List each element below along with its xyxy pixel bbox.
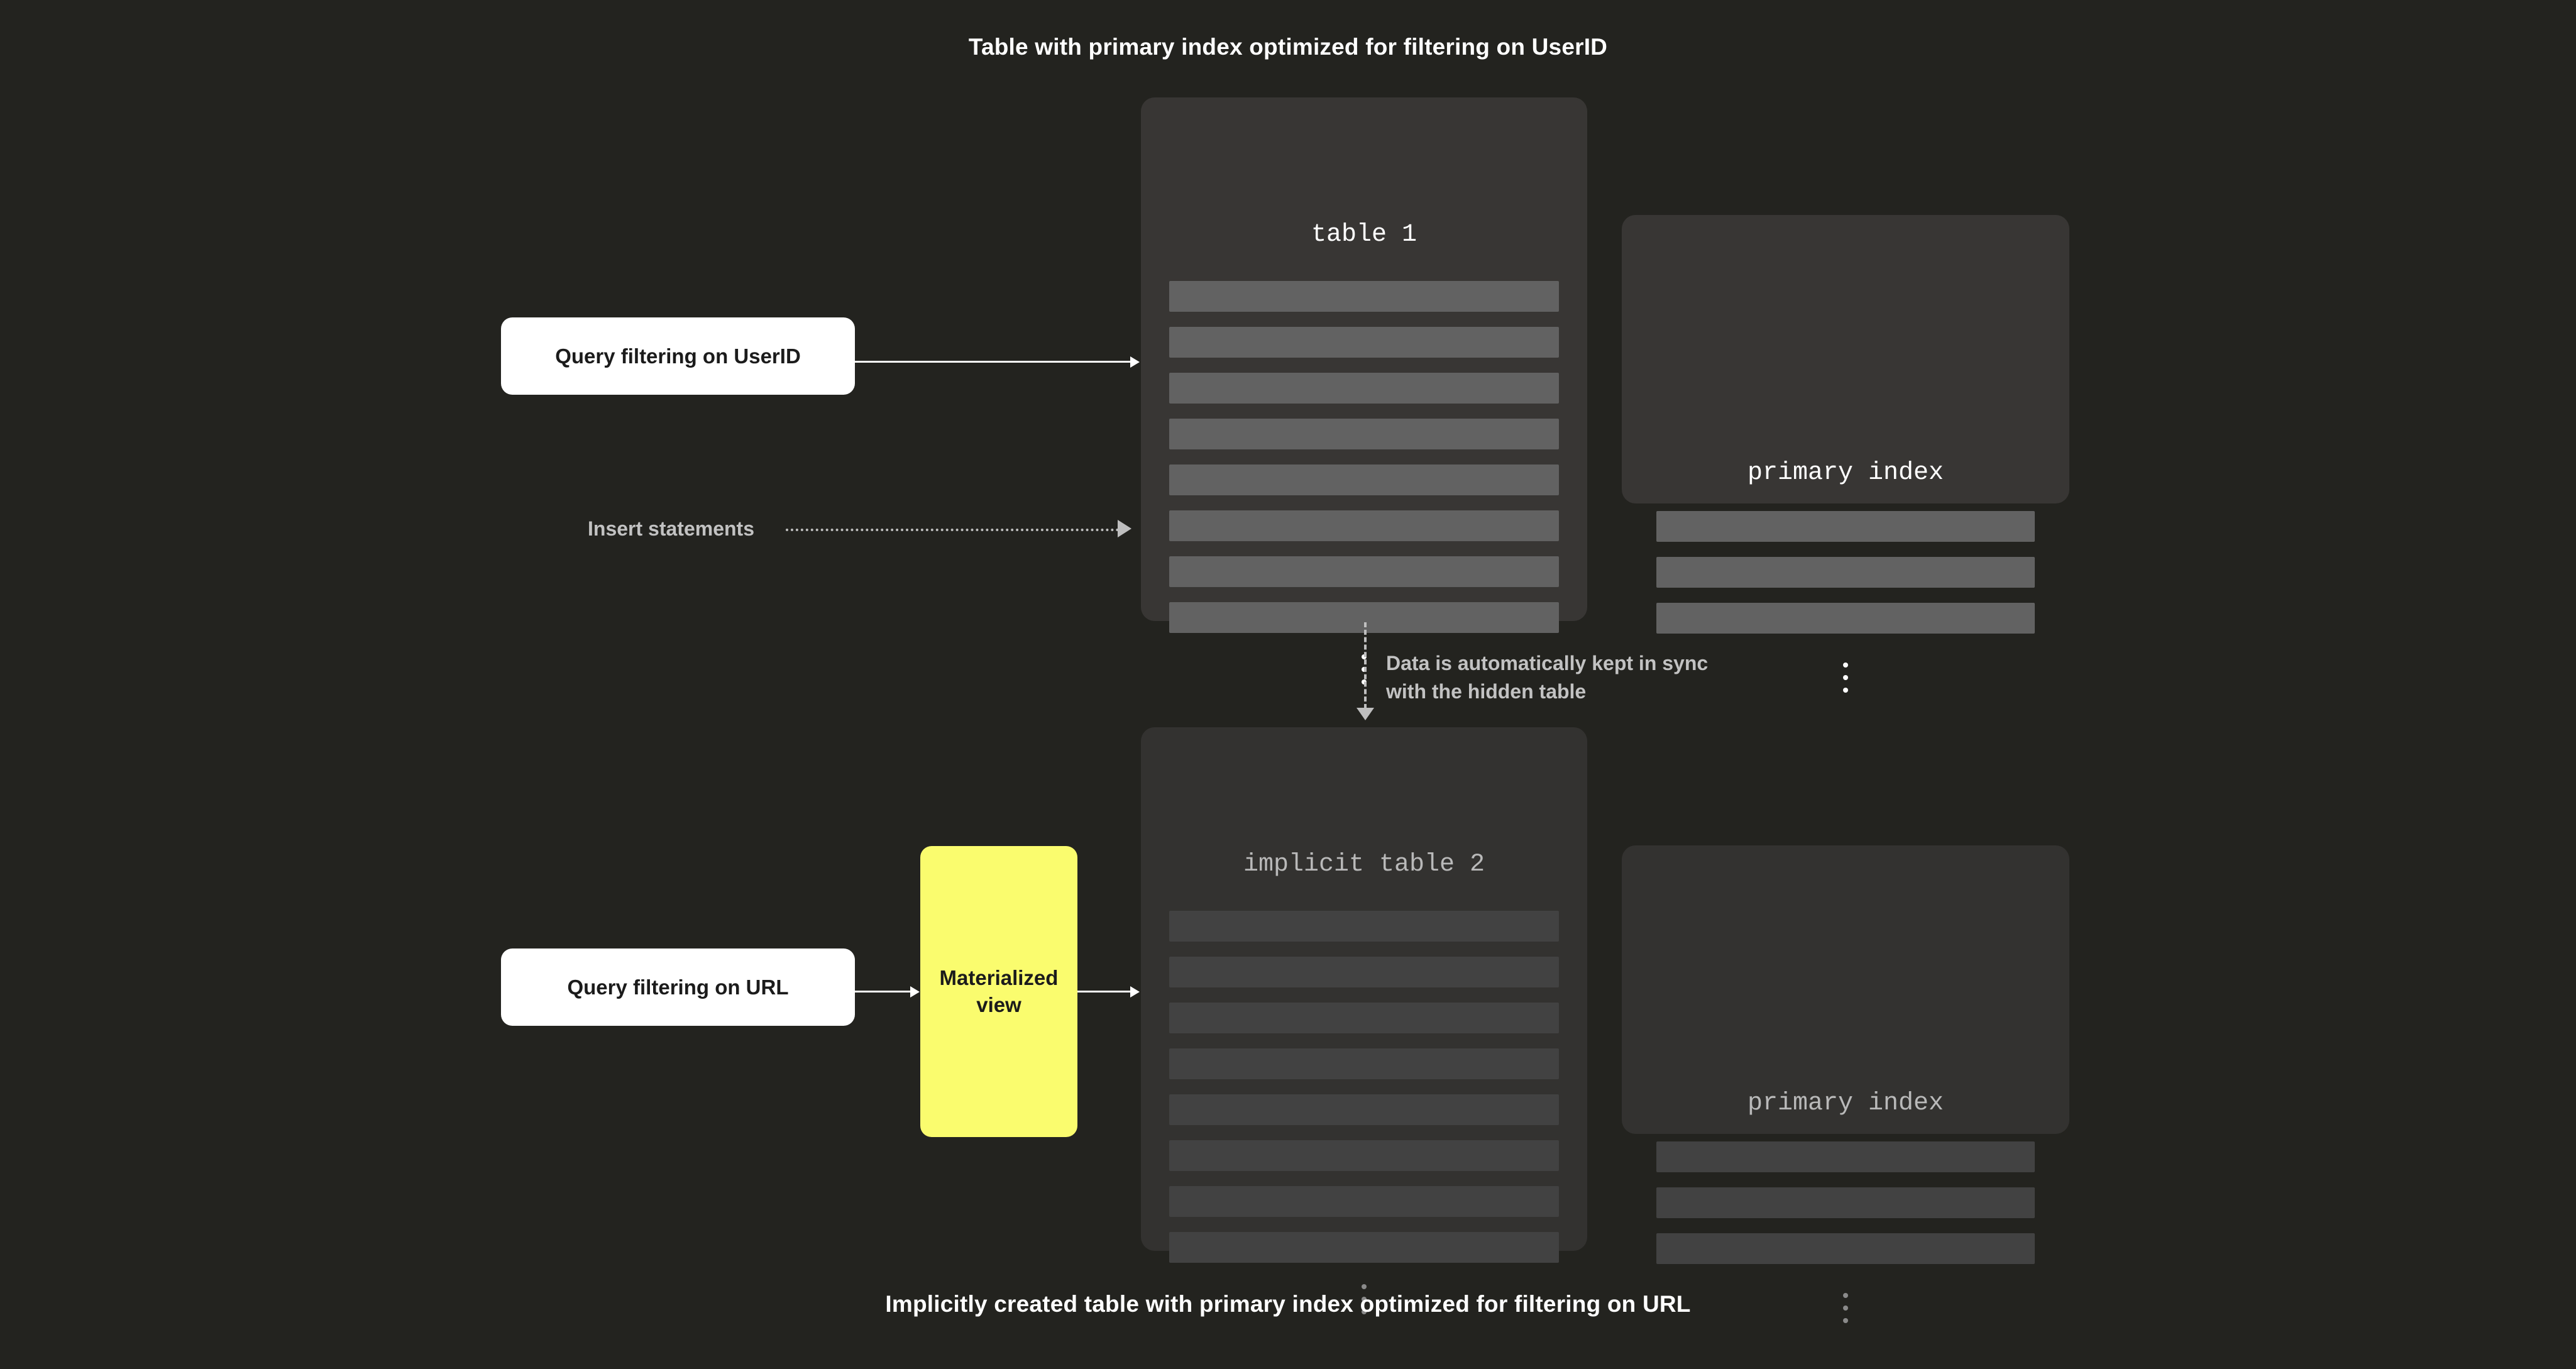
ellipsis-dot bbox=[1843, 688, 1848, 693]
table-row bbox=[1169, 510, 1559, 541]
connector-query-userid-to-table1 bbox=[855, 361, 1131, 363]
table-1-card: table 1 bbox=[1141, 97, 1587, 684]
query-filtering-userid-box[interactable]: Query filtering on UserID bbox=[501, 317, 855, 395]
query-filtering-userid-label: Query filtering on UserID bbox=[555, 344, 801, 368]
connector-sync-vertical bbox=[1364, 622, 1367, 709]
primary-index-bottom-title: primary index bbox=[1747, 1089, 1944, 1118]
primary-index-bottom-card: primary index bbox=[1622, 845, 2069, 1323]
ellipsis-dot bbox=[1362, 1284, 1367, 1289]
table-row bbox=[1169, 1232, 1559, 1263]
connector-query-url-to-mv bbox=[855, 991, 911, 992]
table-1-title: table 1 bbox=[1311, 221, 1417, 249]
arrowhead-insert-statements bbox=[1118, 520, 1131, 537]
index-row bbox=[1656, 557, 2035, 588]
table-row bbox=[1169, 957, 1559, 987]
table-row bbox=[1169, 465, 1559, 495]
table-row bbox=[1169, 911, 1559, 942]
primary-index-top-rows bbox=[1622, 511, 2069, 649]
connector-insert-statements bbox=[786, 529, 1119, 531]
table-row bbox=[1169, 1140, 1559, 1171]
ellipsis-dot bbox=[1362, 1297, 1367, 1302]
primary-index-top-title: primary index bbox=[1747, 459, 1944, 487]
implicit-table-2-card: implicit table 2 bbox=[1141, 727, 1587, 1314]
arrowhead-query-url-to-mv bbox=[910, 986, 920, 998]
implicit-table-2-rows bbox=[1141, 911, 1587, 1278]
implicit-table-2-title: implicit table 2 bbox=[1243, 850, 1485, 879]
ellipsis-dot bbox=[1843, 1318, 1848, 1323]
primary-index-top-ellipsis bbox=[1622, 663, 2069, 700]
connector-mv-to-table2 bbox=[1077, 991, 1131, 992]
query-filtering-url-box[interactable]: Query filtering on URL bbox=[501, 948, 855, 1026]
primary-index-bottom-rows bbox=[1622, 1141, 2069, 1279]
query-filtering-url-label: Query filtering on URL bbox=[567, 975, 789, 999]
top-caption: Table with primary index optimized for f… bbox=[968, 34, 1608, 60]
ellipsis-dot bbox=[1843, 1306, 1848, 1311]
arrowhead-query-userid-to-table1 bbox=[1130, 356, 1140, 368]
index-row bbox=[1656, 511, 2035, 542]
ellipsis-dot bbox=[1843, 675, 1848, 680]
table-row bbox=[1169, 327, 1559, 358]
ellipsis-dot bbox=[1843, 1293, 1848, 1298]
index-row bbox=[1656, 1187, 2035, 1218]
table-row bbox=[1169, 556, 1559, 587]
sync-note-label: Data is automatically kept in sync with … bbox=[1386, 652, 1709, 703]
bottom-caption: Implicitly created table with primary in… bbox=[885, 1291, 1691, 1317]
materialized-view-box[interactable]: Materialized view bbox=[920, 846, 1077, 1137]
index-row bbox=[1656, 603, 2035, 634]
index-row bbox=[1656, 1141, 2035, 1172]
table-1-rows bbox=[1141, 281, 1587, 648]
table-row bbox=[1169, 419, 1559, 449]
ellipsis-dot bbox=[1843, 663, 1848, 668]
arrowhead-mv-to-table2 bbox=[1130, 986, 1140, 998]
materialized-view-label: Materialized view bbox=[939, 966, 1059, 1016]
table-row bbox=[1169, 1003, 1559, 1033]
primary-index-bottom-ellipsis bbox=[1622, 1293, 2069, 1331]
arrowhead-sync-down bbox=[1357, 708, 1374, 720]
table-row bbox=[1169, 281, 1559, 312]
ellipsis-dot bbox=[1362, 1309, 1367, 1314]
primary-index-top-card: primary index bbox=[1622, 215, 2069, 693]
table-row bbox=[1169, 373, 1559, 404]
index-row bbox=[1656, 1233, 2035, 1264]
table-row bbox=[1169, 1186, 1559, 1217]
table-row bbox=[1169, 1094, 1559, 1125]
implicit-table-2-ellipsis bbox=[1141, 1284, 1587, 1322]
table-row bbox=[1169, 1048, 1559, 1079]
insert-statements-label: Insert statements bbox=[588, 517, 754, 540]
